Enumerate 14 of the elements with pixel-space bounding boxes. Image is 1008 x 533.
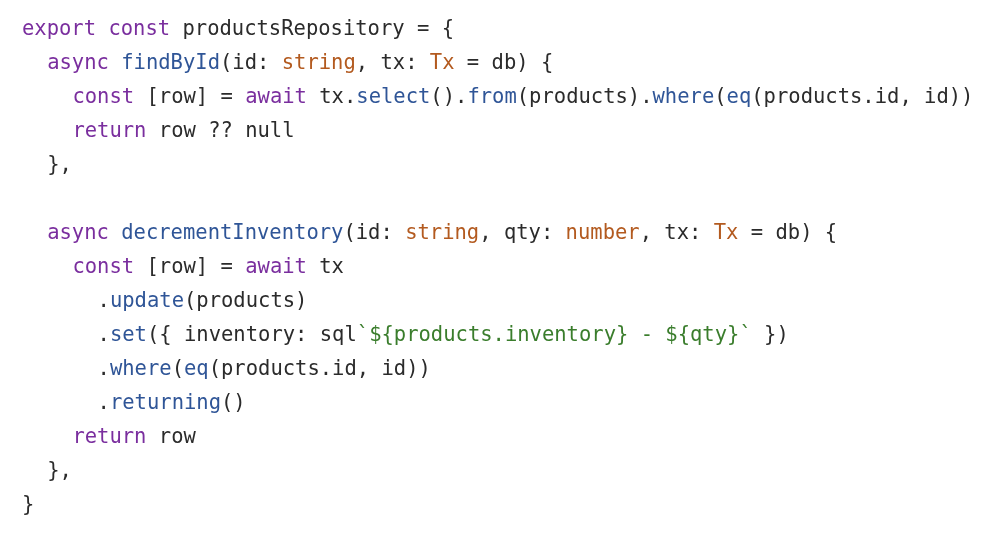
code-line: .where(eq(products.id, id)) — [97, 355, 431, 381]
code-line: return row — [72, 423, 196, 449]
code-line: }, — [47, 457, 72, 483]
code-line: .set({ inventory: sql`${products.inventory} - ${qty}` }) — [97, 321, 789, 347]
code-line: .update(products) — [97, 287, 308, 313]
code-line: } — [22, 491, 35, 517]
code-line: async findById(id: string, tx: Tx = db) { — [47, 49, 554, 75]
code-line: async decrementInventory(id: string, qty: number, tx: Tx = db) { — [47, 219, 838, 245]
code-line: .returning() — [97, 389, 246, 415]
code-line: }, — [47, 151, 72, 177]
code-line: export const productsRepository = { — [22, 15, 454, 41]
code-line: const [row] = await tx.select().from(products).where(eq(products.id, id)) — [72, 83, 974, 109]
code-line: return row ?? null — [72, 117, 295, 143]
code-line: const [row] = await tx — [72, 253, 344, 279]
